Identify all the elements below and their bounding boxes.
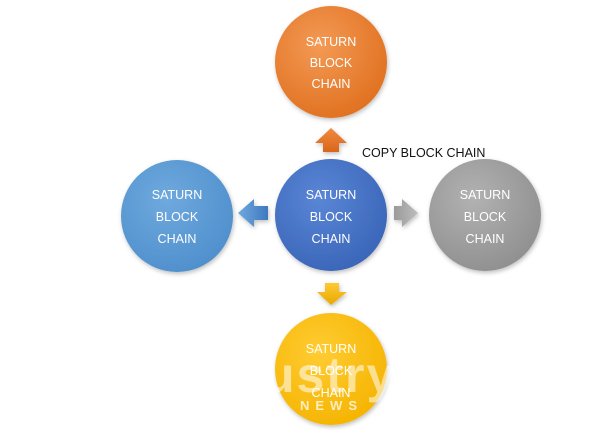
arrow-down-to-bottom-node [317,283,347,305]
center-node-line-2: BLOCK [310,210,353,224]
left-node-line-2: BLOCK [156,210,199,224]
top-node-line-2: BLOCK [310,56,353,70]
watermark-main-text: ustry [264,347,396,403]
bottom-node-line-1: SATURN [306,342,356,356]
center-node-line-3: CHAIN [312,232,351,246]
watermark-sub-text: NEWS [300,398,363,413]
top-node-line-1: SATURN [306,35,356,49]
top-node-line-3: CHAIN [312,77,351,91]
right-node-line-3: CHAIN [466,232,505,246]
bottom-node-line-2: BLOCK [310,364,353,378]
top-node: SATURN BLOCK CHAIN [275,6,387,118]
right-node-line-2: BLOCK [464,210,507,224]
watermark: ustry NEWS [264,347,396,413]
center-node-line-1: SATURN [306,188,356,202]
right-node: SATURN BLOCK CHAIN [429,159,541,271]
left-node: SATURN BLOCK CHAIN [121,160,233,272]
right-node-line-1: SATURN [460,188,510,202]
copy-block-chain-label: COPY BLOCK CHAIN [362,146,485,160]
arrow-right-to-right-node [394,199,418,227]
left-node-line-3: CHAIN [158,232,197,246]
arrow-left-to-left-node [238,199,268,227]
bottom-node: SATURN BLOCK CHAIN [275,313,387,425]
center-node: SATURN BLOCK CHAIN [275,159,387,271]
bottom-node-line-3: CHAIN [312,386,351,400]
arrow-up-to-top [315,128,347,152]
left-node-line-1: SATURN [152,188,202,202]
